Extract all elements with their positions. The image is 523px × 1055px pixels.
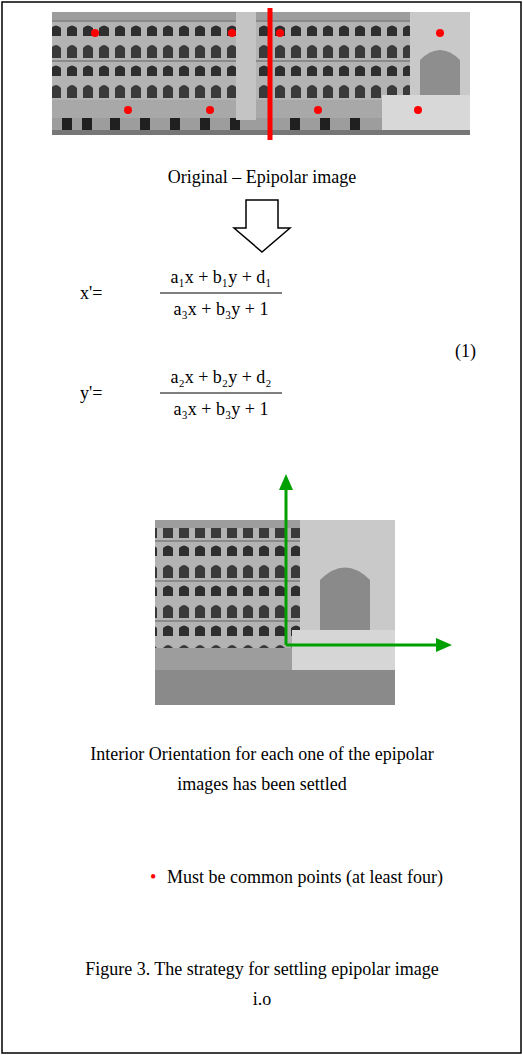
equation-denominator: a₃x + b₃y + 1 [150,398,292,420]
equation-numerator: a₁x + b₁y + d₁ [150,266,292,288]
coordinate-axes [279,474,452,652]
description-text: Interior Orientation for each one of the… [82,739,442,799]
equation-numerator: a₂x + b₂y + d₂ [150,366,292,388]
epipolar-image [52,8,470,140]
note-text: Must be common points (at least four) [167,866,497,888]
bullet-mark: • [150,866,166,888]
single-image [155,520,395,705]
fraction-bar [160,292,282,293]
equation-lhs: y'= [80,382,160,404]
equation-number: (1) [455,340,505,362]
equation-denominator: a₃x + b₃y + 1 [150,298,292,320]
figure-caption: Figure 3. The strategy for settling epip… [82,954,442,1014]
down-arrow [234,200,290,252]
fraction-bar [160,392,282,393]
equation-lhs: x'= [80,282,160,304]
image-caption: Original – Epipolar image [62,166,462,188]
